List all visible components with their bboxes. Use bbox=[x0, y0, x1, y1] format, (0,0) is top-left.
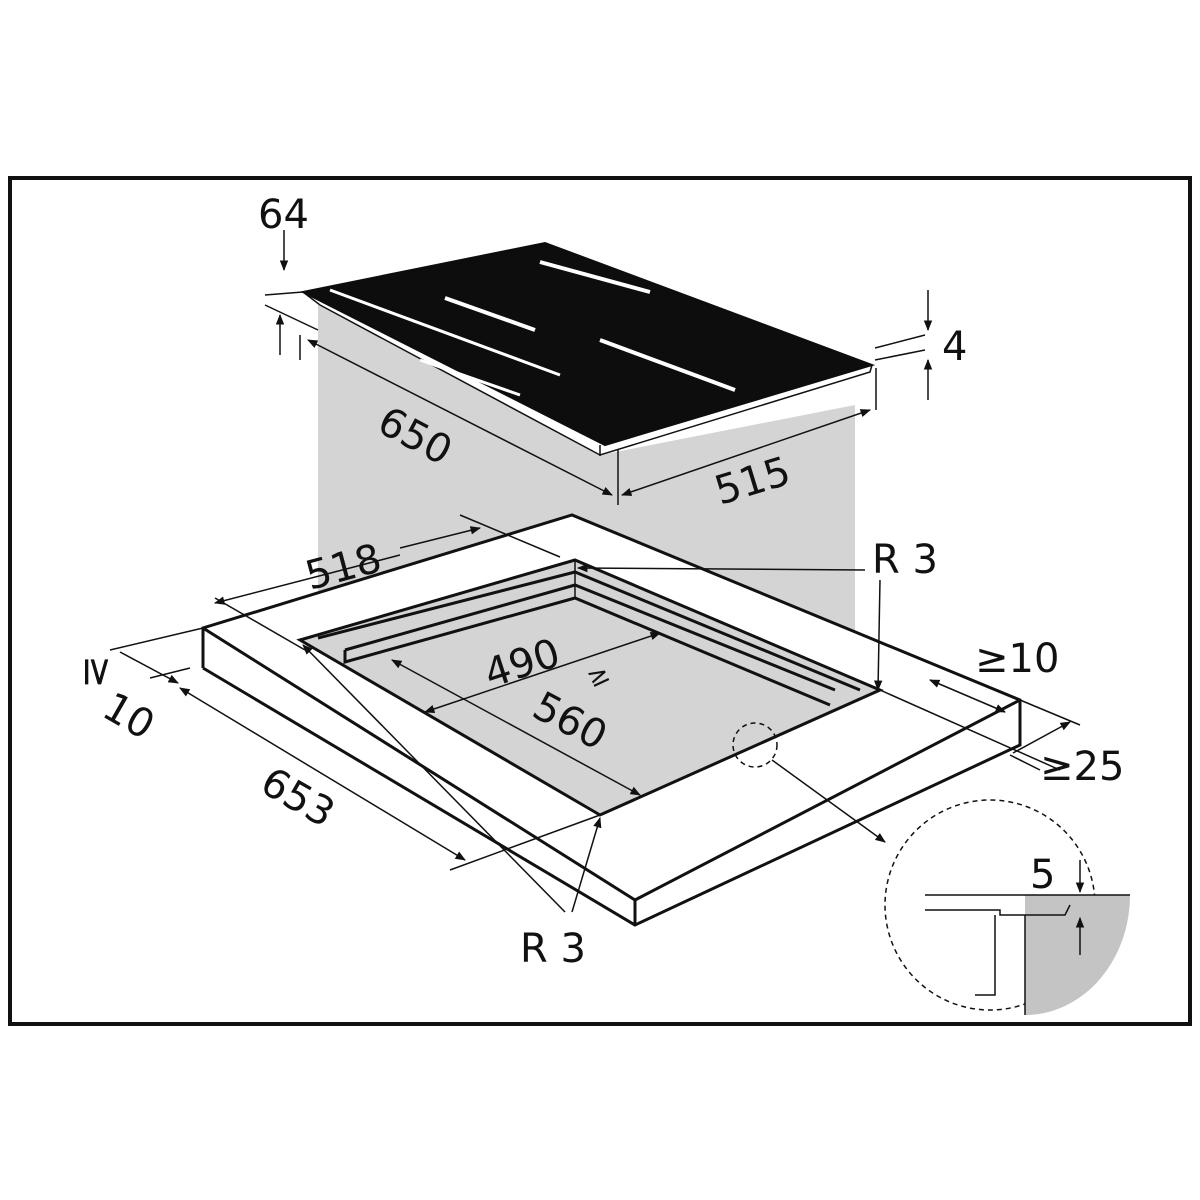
detail-callout-circle bbox=[732, 722, 778, 768]
dim-64: 64 bbox=[258, 192, 319, 360]
dim-side-10-label: ≥10 bbox=[975, 636, 1059, 682]
dim-5-label: 5 bbox=[1030, 852, 1055, 898]
r3-bottom-label: R 3 bbox=[520, 926, 586, 972]
dim-front-10-symbol: ≥ bbox=[75, 655, 121, 689]
dim-4-label: 4 bbox=[942, 324, 967, 370]
r3-top-label: R 3 bbox=[872, 537, 938, 583]
r3-top: R 3 bbox=[576, 537, 938, 692]
dim-653-label: 653 bbox=[253, 759, 342, 837]
dim-front-10-label: 10 bbox=[95, 684, 162, 749]
dim-front-10: ≥ 10 bbox=[75, 627, 204, 749]
dim-4: 4 bbox=[874, 290, 967, 410]
frame-border bbox=[8, 176, 1192, 1026]
dim-rear-25: ≥25 bbox=[1009, 699, 1124, 790]
dim-side-10: ≥10 bbox=[879, 636, 1061, 771]
dim-rear-25-label: ≥25 bbox=[1040, 744, 1124, 790]
edge-detail: 5 bbox=[884, 799, 1130, 1015]
r3-bottom: R 3 bbox=[302, 644, 602, 972]
dim-64-label: 64 bbox=[258, 192, 309, 238]
